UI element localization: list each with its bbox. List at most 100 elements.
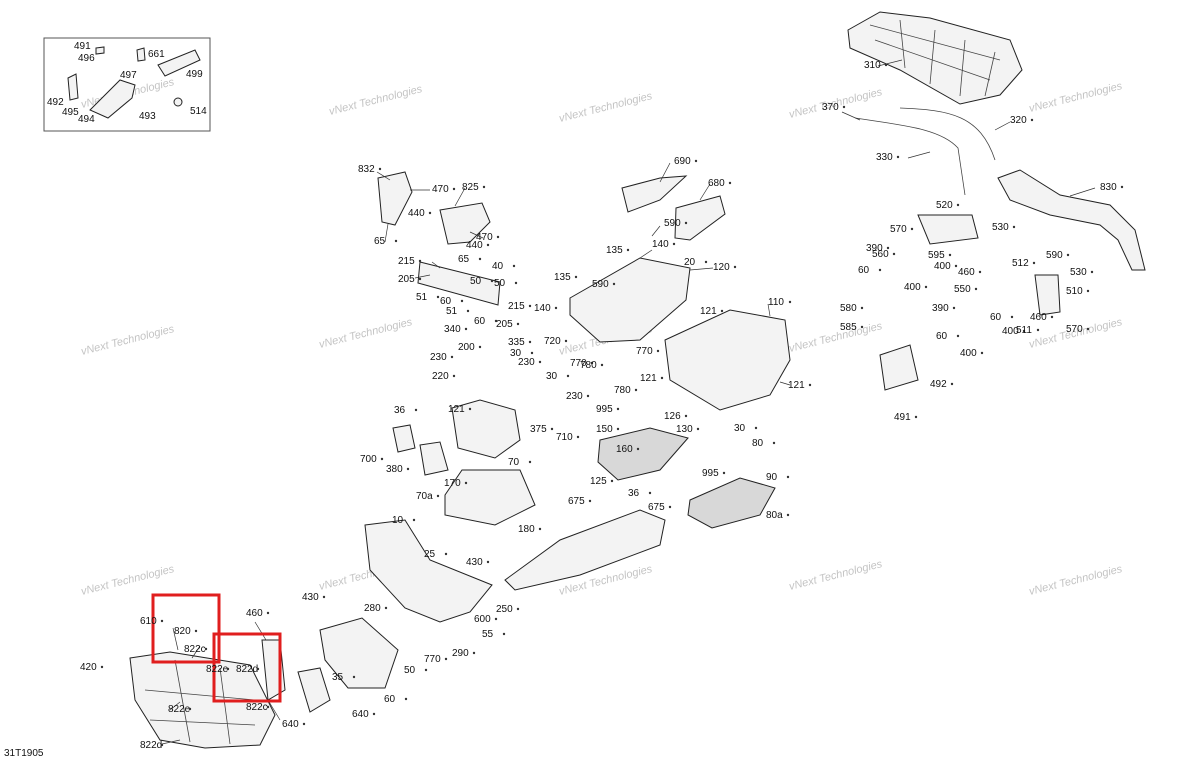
- fastener-dot: [974, 287, 978, 291]
- part-number-label: 780: [614, 385, 631, 396]
- part-number-label: 640: [282, 719, 299, 730]
- inset-part-label: 495: [62, 107, 79, 118]
- fastener-dot: [754, 426, 758, 430]
- fastener-dot: [452, 374, 456, 378]
- rear-rail-330: [854, 117, 966, 196]
- fastener-dot: [924, 285, 928, 289]
- body-panels: [129, 171, 1061, 749]
- part-number-label: 700: [360, 454, 377, 465]
- part-number-label: 460: [1030, 312, 1047, 323]
- fastener-dot: [494, 617, 498, 621]
- fastener-dot: [1090, 270, 1094, 274]
- fastener-dot: [352, 675, 356, 679]
- part-number-label: 55: [482, 629, 494, 640]
- part-number-label: 135: [606, 245, 623, 256]
- part-number-label: 822c: [184, 644, 206, 655]
- fastener-dot: [786, 513, 790, 517]
- part-number-label: 530: [1070, 267, 1087, 278]
- part-number-label: 380: [386, 464, 403, 475]
- part-number-label: 400: [904, 282, 921, 293]
- cover-690: [621, 175, 688, 213]
- watermark: vNext Technologies: [328, 83, 424, 118]
- part-number-label: 160: [616, 444, 633, 455]
- part-number-label: 230: [518, 357, 535, 368]
- guard-610: [297, 667, 331, 713]
- part-number-label: 200: [458, 342, 475, 353]
- fastener-dot: [896, 155, 900, 159]
- part-number-label: 65: [458, 254, 470, 265]
- fastener-dot: [808, 383, 812, 387]
- fastener-dot: [950, 382, 954, 386]
- part-number-label: 120: [713, 262, 730, 273]
- fastener-dot: [860, 306, 864, 310]
- fastener-dot: [406, 467, 410, 471]
- part-number-label: 125: [590, 476, 607, 487]
- fastener-dot: [464, 327, 468, 331]
- part-number-label: 230: [566, 391, 583, 402]
- part-number-label: 995: [596, 404, 613, 415]
- fastener-dot: [468, 407, 472, 411]
- panel-375: [392, 424, 416, 453]
- part-number-label: 492: [930, 379, 947, 390]
- part-number-label: 80: [752, 438, 764, 449]
- fastener-dot: [566, 374, 570, 378]
- fastener-dot: [656, 349, 660, 353]
- fastener-dot: [302, 722, 306, 726]
- fastener-dot: [952, 306, 956, 310]
- part-number-label: 390: [866, 243, 883, 254]
- part-number-label: 690: [674, 156, 691, 167]
- floor-70: [687, 477, 776, 529]
- part-number-label: 30: [510, 348, 522, 359]
- part-number-label: 25: [424, 549, 436, 560]
- fastener-dot: [482, 185, 486, 189]
- fastener-dot: [860, 325, 864, 329]
- fastener-dot: [884, 63, 888, 67]
- part-number-label: 550: [954, 284, 971, 295]
- part-number-label: 126: [664, 411, 681, 422]
- fastener-dot: [1036, 328, 1040, 332]
- fastener-dot: [956, 334, 960, 338]
- part-number-label: 680: [708, 178, 725, 189]
- fastener-dot: [528, 304, 532, 308]
- part-number-label: 430: [302, 592, 319, 603]
- fastener-dot: [194, 629, 198, 633]
- part-number-label: 780: [580, 360, 597, 371]
- fastener-dot: [404, 697, 408, 701]
- fastener-dot: [528, 460, 532, 464]
- fastener-dot: [516, 607, 520, 611]
- fastener-dot: [590, 361, 594, 365]
- part-number-label: 170: [444, 478, 461, 489]
- fastener-dot: [574, 275, 578, 279]
- highlight-box-left: [151, 593, 221, 664]
- part-number-label: 400: [1002, 326, 1019, 337]
- fastener-dot: [478, 345, 482, 349]
- part-number-label: 832: [358, 164, 375, 175]
- part-number-label: 430: [466, 557, 483, 568]
- fastener-dot: [378, 167, 382, 171]
- fastener-dot: [266, 611, 270, 615]
- watermark: vNext Technologies: [558, 90, 654, 125]
- watermark: vNext Technologies: [318, 316, 414, 351]
- part-number-label: 50: [470, 276, 482, 287]
- fastener-dot: [660, 376, 664, 380]
- fastener-dot: [956, 203, 960, 207]
- inset-detail: [43, 37, 211, 132]
- inset-bracket-499: [157, 49, 201, 77]
- part-number-label: 140: [534, 303, 551, 314]
- fastener-dot: [464, 481, 468, 485]
- part-number-label: 440: [466, 240, 483, 251]
- rear-fender-110: [664, 309, 791, 411]
- fastener-dot: [256, 667, 260, 671]
- part-number-label: 205: [398, 274, 415, 285]
- part-number-label: 121: [788, 380, 805, 391]
- part-number-label: 610: [140, 616, 157, 627]
- part-number-label: 51: [416, 292, 428, 303]
- fastener-dot: [528, 340, 532, 344]
- rear-rail-320: [899, 107, 996, 161]
- fastener-dot: [472, 651, 476, 655]
- part-number-label: 580: [840, 303, 857, 314]
- part-number-label: 530: [992, 222, 1009, 233]
- fastener-dot: [516, 322, 520, 326]
- inset-part-label: 491: [74, 41, 91, 52]
